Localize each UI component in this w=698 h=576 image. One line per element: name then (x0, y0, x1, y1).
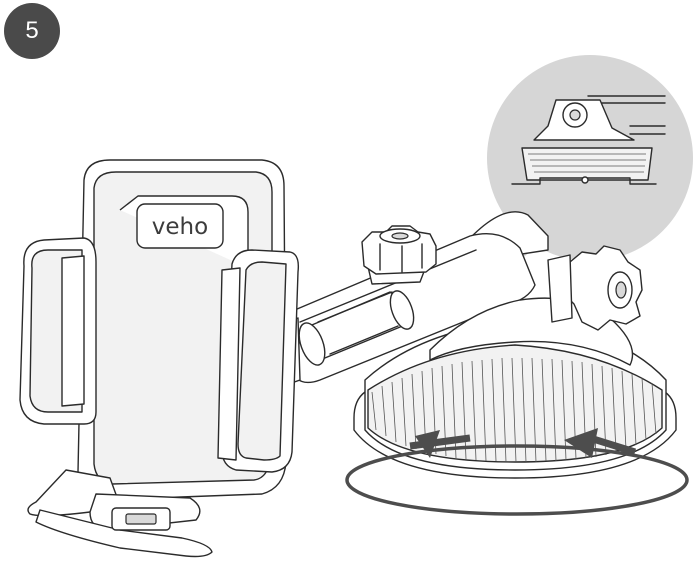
detail-clamp-view (511, 95, 666, 185)
step-number-badge: 5 (4, 3, 60, 59)
rotate-arrows-icon (345, 428, 689, 516)
left-side-arm[interactable] (19, 237, 97, 425)
ribbed-lock-ring[interactable] (371, 357, 657, 463)
step-number: 5 (25, 17, 39, 44)
right-side-arm[interactable] (217, 249, 300, 473)
callout-bubble (487, 55, 693, 272)
arm-knob[interactable] (361, 225, 437, 285)
brand-label: veho (136, 203, 224, 249)
base-knob[interactable] (547, 245, 643, 331)
svg-text:veho: veho (152, 214, 208, 240)
bottom-foot[interactable] (27, 469, 213, 558)
phone-cradle: veho (19, 159, 300, 558)
